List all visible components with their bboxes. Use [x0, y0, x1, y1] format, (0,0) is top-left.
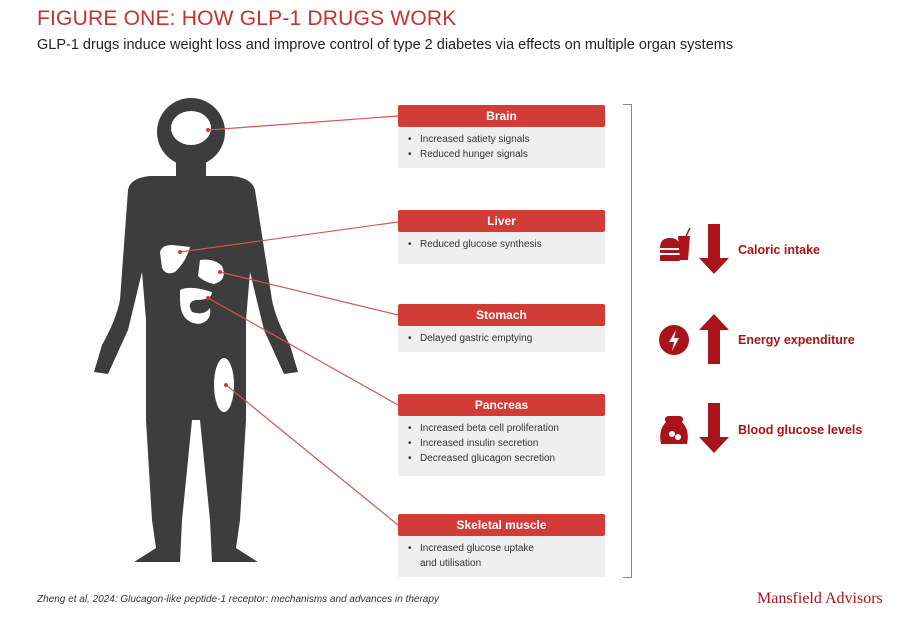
organ-card-pancreas: Pancreas Increased beta cell proliferati…: [398, 394, 605, 476]
citation: Zheng et al, 2024: Glucagon-like peptide…: [37, 594, 439, 605]
effect-item: Decreased glucagon secretion: [406, 451, 597, 466]
effect-item: Increased glucose uptake and utilisation: [406, 541, 545, 571]
intestine-pancreas-organ: [180, 287, 212, 324]
body-silhouette: [94, 98, 298, 562]
outcome-blood-glucose: Blood glucose levels: [738, 423, 863, 437]
card-header: Skeletal muscle: [398, 514, 605, 536]
organ-card-liver: Liver Reduced glucose synthesis: [398, 210, 605, 264]
stomach-organ: [198, 259, 224, 284]
organ-card-skeletal-muscle: Skeletal muscle Increased glucose uptake…: [398, 514, 605, 577]
organ-card-stomach: Stomach Delayed gastric emptying: [398, 304, 605, 352]
bracket: [623, 104, 632, 578]
outcome-energy-expenditure: Energy expenditure: [738, 333, 855, 347]
effect-item: Delayed gastric emptying: [406, 331, 597, 346]
brain-organ: [171, 111, 211, 145]
effect-item: Increased satiety signals: [406, 132, 597, 147]
effect-item: Increased insulin secretion: [406, 436, 597, 451]
effect-item: Reduced glucose synthesis: [406, 237, 597, 252]
effect-item: Increased beta cell proliferation: [406, 421, 597, 436]
effect-item: Reduced hunger signals: [406, 147, 597, 162]
organ-card-brain: Brain Increased satiety signalsReduced h…: [398, 105, 605, 168]
card-header: Liver: [398, 210, 605, 232]
card-header: Brain: [398, 105, 605, 127]
figure-subtitle: GLP-1 drugs induce weight loss and impro…: [37, 37, 734, 53]
card-header: Pancreas: [398, 394, 605, 416]
brand-logo: Mansfield Advisors: [757, 590, 883, 607]
figure-title: FIGURE ONE: HOW GLP-1 DRUGS WORK: [37, 7, 457, 30]
connector-lines: [179, 115, 399, 526]
outcome-caloric-intake: Caloric intake: [738, 243, 820, 257]
card-header: Stomach: [398, 304, 605, 326]
